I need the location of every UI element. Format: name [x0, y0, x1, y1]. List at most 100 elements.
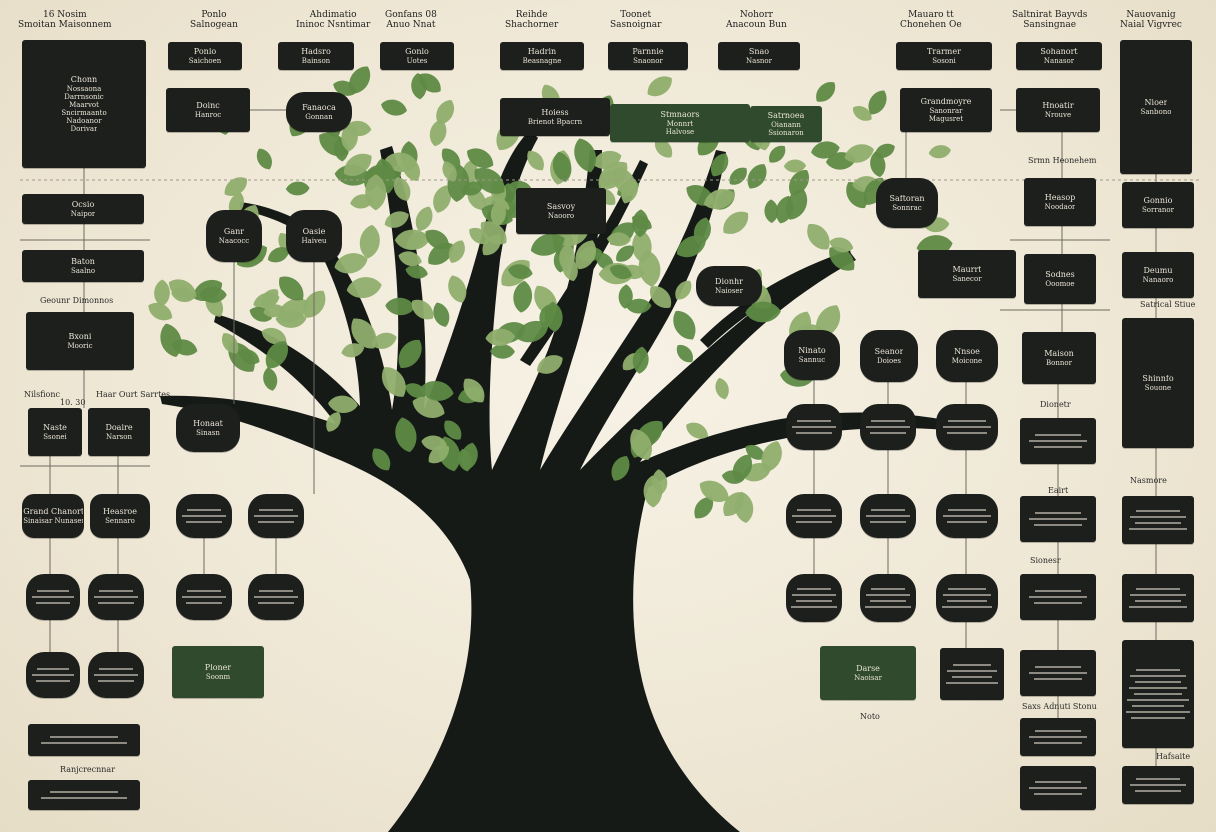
- person-card[interactable]: [26, 652, 80, 698]
- person-name: Heasop: [1044, 193, 1076, 202]
- column-header-name: Saltnirat Bayvds: [1012, 10, 1088, 20]
- person-card[interactable]: [1020, 574, 1096, 620]
- text-line-placeholder: [187, 509, 221, 511]
- person-detail: Sonnrac: [892, 203, 922, 212]
- text-line-placeholder: [791, 606, 837, 608]
- person-card[interactable]: [860, 494, 916, 538]
- person-card[interactable]: [1122, 496, 1194, 544]
- person-detail: Magusret: [928, 114, 964, 123]
- person-card[interactable]: [1020, 718, 1096, 756]
- text-line-placeholder: [1128, 687, 1188, 689]
- person-card[interactable]: [1122, 574, 1194, 622]
- person-detail: Monnrt: [666, 119, 694, 128]
- person-card[interactable]: [26, 574, 80, 620]
- person-card[interactable]: [88, 574, 144, 620]
- text-line-placeholder: [947, 521, 987, 523]
- column-header-name: Nohorr: [739, 10, 773, 20]
- person-detail: Nossaona: [66, 84, 102, 93]
- text-line-placeholder: [941, 606, 993, 608]
- person-card[interactable]: [786, 494, 842, 538]
- leaf: [667, 306, 702, 345]
- text-line-placeholder: [796, 432, 832, 434]
- person-card[interactable]: [936, 574, 998, 622]
- text-line-placeholder: [98, 602, 134, 604]
- person-card[interactable]: [936, 404, 998, 450]
- text-line-placeholder: [1028, 672, 1088, 674]
- person-card[interactable]: [940, 648, 1004, 700]
- person-card[interactable]: [1020, 496, 1096, 542]
- person-card[interactable]: [1122, 766, 1194, 804]
- person-card[interactable]: [176, 494, 232, 538]
- person-card[interactable]: [786, 404, 842, 450]
- person-card[interactable]: [248, 494, 304, 538]
- person-card[interactable]: [860, 404, 916, 450]
- leaf: [927, 143, 952, 160]
- person-detail: Bainson: [301, 56, 331, 65]
- person-card[interactable]: [88, 652, 144, 698]
- text-line-placeholder: [50, 791, 118, 793]
- person-detail: Noodaor: [1044, 202, 1076, 211]
- person-detail: Brienot Bpacrn: [527, 117, 583, 126]
- person-name: Dionhr: [715, 277, 743, 286]
- text-line-placeholder: [796, 600, 832, 602]
- person-card[interactable]: [1020, 418, 1096, 464]
- person-card[interactable]: [28, 780, 140, 810]
- person-card[interactable]: [28, 724, 140, 756]
- person-card[interactable]: [1122, 640, 1194, 748]
- person-card[interactable]: [1020, 650, 1096, 696]
- text-line-placeholder: [1028, 440, 1088, 442]
- person-card[interactable]: [936, 494, 998, 538]
- leaf: [811, 77, 840, 107]
- person-detail: Sennaro: [105, 516, 135, 525]
- person-card[interactable]: [176, 574, 232, 620]
- person-card[interactable]: [786, 574, 842, 622]
- person-card[interactable]: [860, 574, 916, 622]
- person-detail: Haiveu: [301, 236, 327, 245]
- person-card[interactable]: [1020, 766, 1096, 810]
- person-card[interactable]: [248, 574, 304, 620]
